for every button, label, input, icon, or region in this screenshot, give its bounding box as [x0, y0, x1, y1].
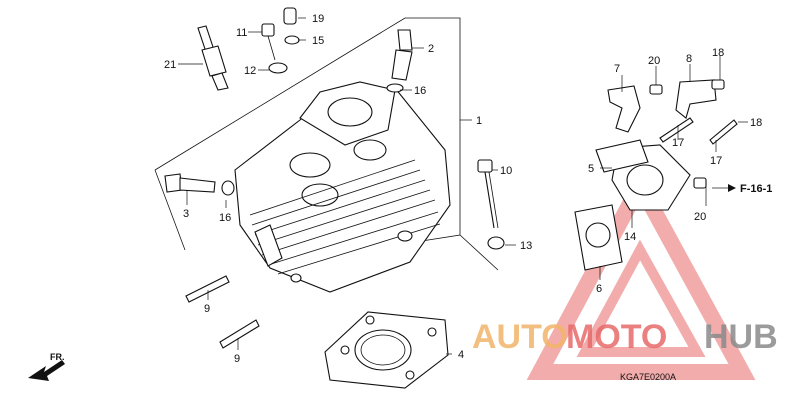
callout-8: 8 [686, 53, 692, 65]
dowel-19 [283, 7, 300, 45]
callout-3: 3 [183, 208, 189, 220]
stud-3 [164, 173, 235, 196]
callout-17-left: 17 [672, 137, 684, 149]
callout-16-top: 16 [414, 85, 426, 97]
drawing-code: KGA7E0200A [620, 372, 676, 382]
callout-18-right: 18 [750, 117, 762, 129]
watermark-text: AUTO MOTO HUB [472, 318, 778, 356]
watermark-triangle [526, 168, 756, 380]
callout-18-top: 18 [712, 47, 724, 59]
stud-9-lower [219, 319, 260, 349]
callout-2: 2 [428, 43, 434, 55]
reference-pointer: F-16-1 [728, 183, 772, 195]
bolt-10 [477, 159, 505, 250]
callout-labels: 21 11 19 15 12 2 16 1 10 13 3 16 9 9 4 7… [164, 13, 762, 365]
callout-20-bottom: 20 [694, 211, 706, 223]
callout-5: 5 [588, 163, 594, 175]
callout-9-upper: 9 [204, 303, 210, 315]
spark-plug [197, 25, 229, 91]
reference-label: F-16-1 [740, 183, 772, 195]
watermark-moto: MOTO [566, 318, 667, 356]
front-arrow [28, 360, 65, 381]
front-label: FR. [50, 352, 65, 362]
bolt-11 [261, 23, 288, 74]
callout-21: 21 [164, 59, 176, 71]
callout-20-top: 20 [648, 55, 660, 67]
watermark-auto: AUTO [472, 318, 568, 356]
callout-10: 10 [500, 165, 512, 177]
callout-11: 11 [236, 27, 247, 39]
callout-15: 15 [312, 35, 324, 47]
stud-2 [386, 29, 413, 93]
callout-16-left: 16 [219, 212, 231, 224]
callout-7: 7 [614, 63, 620, 75]
head-gasket [324, 311, 449, 389]
callout-13: 13 [520, 240, 532, 252]
intake-insulator [574, 79, 738, 271]
callout-9-lower: 9 [234, 353, 240, 365]
callout-1: 1 [476, 115, 482, 127]
callout-19: 19 [312, 13, 324, 25]
leader-lines [178, 17, 748, 355]
callout-14: 14 [624, 231, 636, 243]
callout-17-right: 17 [710, 155, 722, 167]
callout-4: 4 [458, 349, 464, 361]
callout-6: 6 [596, 283, 602, 295]
callout-12: 12 [244, 65, 256, 77]
watermark-hub: HUB [704, 318, 778, 356]
stud-9-upper [185, 275, 230, 303]
cylinder-head [234, 81, 451, 293]
